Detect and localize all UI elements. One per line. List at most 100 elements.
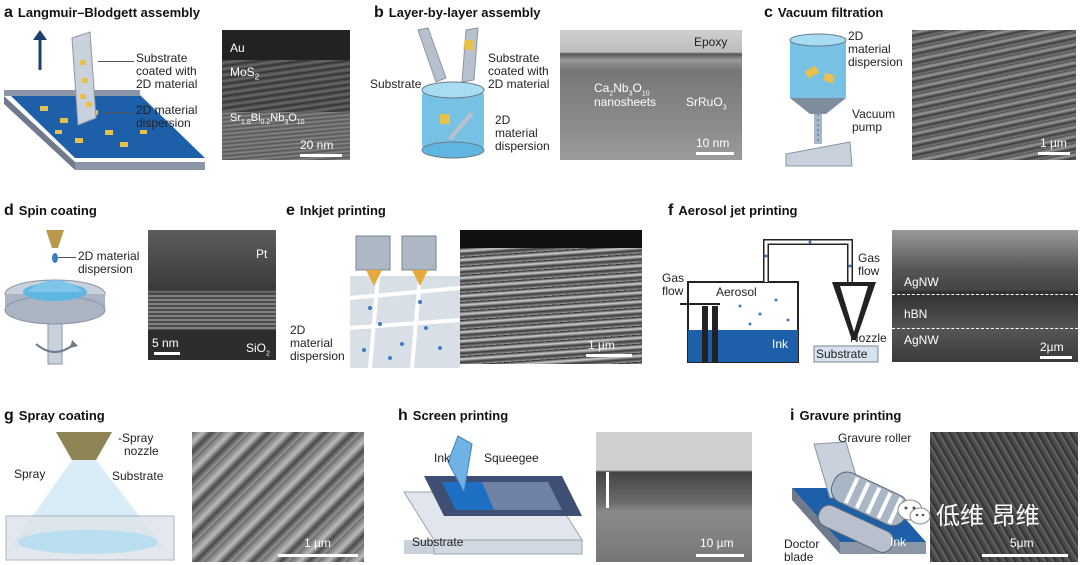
panel-f-micrograph: AgNW hBN AgNW 2µm [892, 230, 1078, 362]
label-squeegee: Squeegee [484, 451, 539, 465]
panel-f-title: f Aerosol jet printing [668, 202, 798, 220]
label-2d-e: 2D [290, 323, 306, 337]
gravure-printing-diagram [792, 441, 926, 554]
label-material-b: material [495, 126, 538, 140]
panel-f-letter: f [668, 202, 674, 219]
label-material-c: material [848, 42, 891, 56]
scale-bar-label: 1 µm [1040, 136, 1067, 150]
panel-c-title-text: Vacuum filtration [777, 5, 884, 20]
label-coated-with: coated with [136, 64, 197, 78]
label-blade: blade [784, 550, 814, 564]
panel-d-title: d Spin coating [4, 202, 97, 220]
screen-printing-diagram [403, 435, 583, 555]
scale-bar-label: 5 nm [152, 336, 179, 350]
label-nanosheets: nanosheets [594, 95, 657, 109]
label-substrate-f: Substrate [816, 347, 868, 361]
spin-coating-diagram [4, 230, 106, 365]
panel-g-title-text: Spray coating [18, 408, 105, 423]
scale-bar [696, 554, 744, 557]
label-aerosol: Aerosol [716, 285, 757, 299]
layer-au: Au [230, 41, 245, 55]
scale-bar [154, 352, 180, 355]
scale-bar-label: 10 nm [696, 136, 730, 150]
layer-srruo3: SrRuO3 [686, 95, 727, 112]
label-nozzle-g: nozzle [124, 444, 159, 458]
wechat-logo-icon [897, 499, 931, 525]
label-gas-flow-right: Gas [858, 251, 881, 265]
leader-line [58, 257, 76, 258]
leader-line [104, 112, 134, 113]
label-dispersion: dispersion [136, 116, 191, 130]
label-substrate-coated: Substrate [488, 51, 540, 65]
leader-line [98, 61, 134, 62]
scale-bar-label: 5µm [1010, 536, 1034, 550]
scale-bar [1038, 152, 1070, 155]
scale-bar [1040, 356, 1072, 359]
scale-bar-label: 1 µm [304, 536, 331, 550]
label-substrate-h: Substrate [412, 535, 464, 549]
panel-c-letter: c [764, 4, 773, 21]
panel-g-letter: g [4, 407, 14, 424]
label-dispersion-e: dispersion [290, 349, 345, 363]
label-ink-h: Ink [434, 451, 451, 465]
panel-a-letter: a [4, 4, 13, 21]
layer-sio2: SiO2 [246, 341, 270, 358]
label-doctor: Doctor [784, 537, 820, 551]
panel-i-micrograph: 低维 昂维 5µm [930, 432, 1078, 562]
label-2d-material-b: 2D material [488, 77, 550, 91]
panel-b-letter: b [374, 4, 384, 21]
label-dispersion-d: dispersion [78, 262, 133, 276]
label-material-e: material [290, 336, 333, 350]
label-ink-i: Ink [890, 535, 907, 549]
layer-canbo: Ca2Nb3O10 [594, 81, 650, 98]
panel-d-title-text: Spin coating [18, 203, 97, 218]
panel-g-micrograph: 1 µm [192, 432, 364, 562]
layer-pt: Pt [256, 247, 268, 261]
inkjet-printing-diagram [349, 235, 461, 369]
watermark-text: 低维 昂维 [936, 502, 1040, 530]
aerosol-jet-diagram [680, 239, 879, 363]
scale-bar-label: 2µm [1040, 340, 1064, 354]
layer-agnw-bottom: AgNW [904, 333, 939, 347]
panel-d-letter: d [4, 202, 14, 219]
panel-i-letter: i [790, 407, 795, 424]
layer-hbn: hBN [904, 307, 928, 321]
panel-b-title-text: Layer-by-layer assembly [388, 5, 541, 20]
panel-a-title: a Langmuir–Blodgett assembly [4, 4, 200, 22]
label-spray: Spray [14, 467, 46, 481]
panel-b-title: b Layer-by-layer assembly [374, 4, 541, 22]
label-flow-left: flow [662, 284, 684, 298]
panel-g-title: g Spray coating [4, 407, 105, 425]
langmuir-blodgett-diagram [4, 30, 205, 170]
vacuum-filtration-diagram [785, 33, 853, 167]
label-2d-b: 2D [495, 113, 511, 127]
panel-a-micrograph: Au MoS2 Sr1.8Bi0.2Nb3O10 20 nm [222, 30, 350, 160]
label-nozzle: Nozzle [850, 331, 887, 345]
label-pump: pump [852, 120, 883, 134]
layer-agnw-top: AgNW [904, 275, 939, 289]
label-2d-c: 2D [848, 29, 864, 43]
panel-e-letter: e [286, 202, 295, 219]
scale-bar-label: 10 µm [700, 536, 734, 550]
panel-h-title-text: Screen printing [412, 408, 509, 423]
label-spray-nozzle: -Spray [118, 431, 154, 445]
scale-bar-label: 20 nm [300, 138, 334, 152]
layer-srbinbo: Sr1.8Bi0.2Nb3O10 [230, 112, 305, 127]
label-flow-right: flow [858, 264, 880, 278]
panel-c-micrograph: 1 µm [912, 30, 1076, 160]
label-gravure-roller: Gravure roller [838, 431, 912, 445]
panel-d-micrograph: Pt SiO2 5 nm [148, 230, 276, 360]
label-2d-material-d: 2D material [78, 249, 140, 263]
panel-a-title-text: Langmuir–Blodgett assembly [17, 5, 200, 20]
scale-bar [278, 554, 358, 557]
layer-mos2: MoS2 [230, 65, 260, 82]
panel-b-micrograph: Epoxy Ca2Nb3O10 nanosheets SrRuO3 10 nm [560, 30, 742, 160]
spray-coating-diagram [5, 432, 175, 561]
panel-e-micrograph: 1 µm [460, 230, 642, 364]
label-ink-f: Ink [772, 337, 789, 351]
label-vacuum: Vacuum [852, 107, 896, 121]
panel-f-title-text: Aerosol jet printing [678, 203, 798, 218]
